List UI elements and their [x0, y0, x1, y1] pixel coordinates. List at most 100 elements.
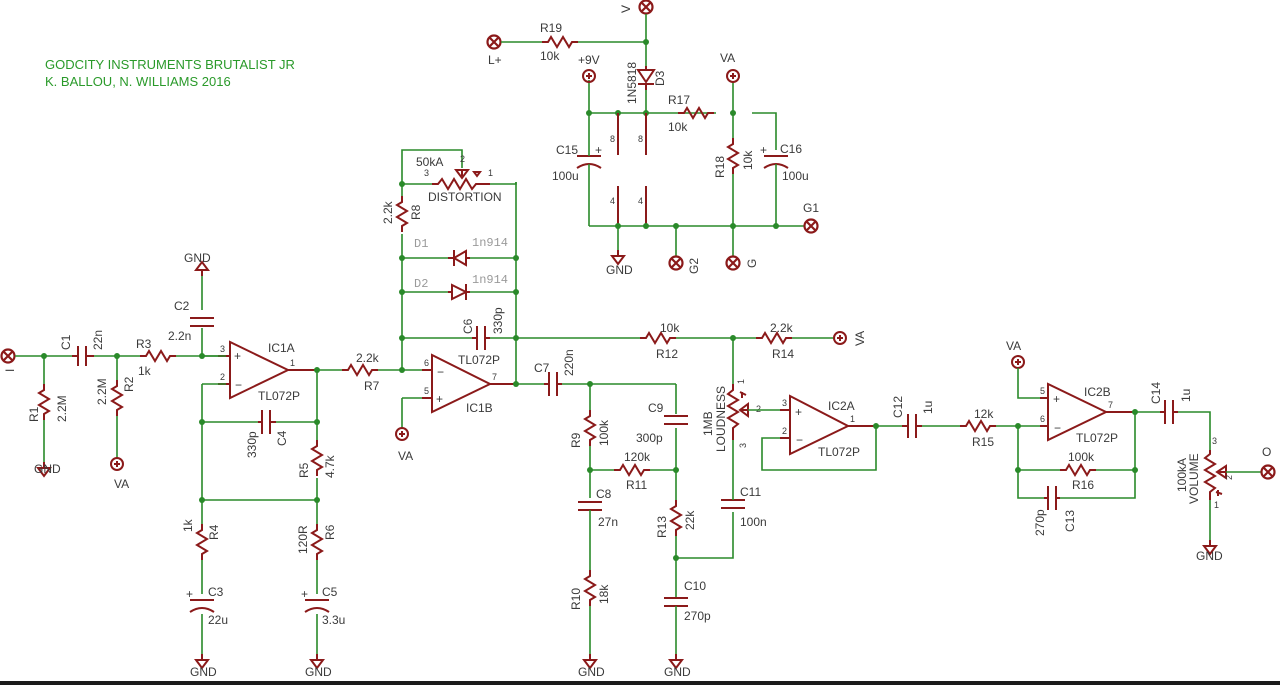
- r15-name: R15: [972, 435, 994, 449]
- volume-value: 100kA: [1175, 458, 1189, 492]
- r5-value: 4.7k: [323, 454, 337, 478]
- gnd-label: GND: [606, 263, 633, 277]
- c12-name: C12: [891, 396, 905, 418]
- pin-3: 3: [738, 443, 748, 448]
- ic1a-name: IC1A: [268, 341, 295, 355]
- input-port[interactable]: [0, 348, 16, 364]
- c10-value: 270p: [684, 609, 711, 623]
- gnd-label: GND: [664, 665, 691, 679]
- pin-5: 5: [1040, 386, 1045, 396]
- r12-value: 10k: [660, 321, 680, 335]
- lplus-port[interactable]: [486, 34, 502, 50]
- c13-value: 270p: [1033, 509, 1047, 536]
- resistor-r15: 12k R15: [959, 407, 997, 449]
- lplus-port-label: L+: [488, 53, 502, 67]
- va-supply: [726, 69, 740, 83]
- r16-name: R16: [1072, 478, 1094, 492]
- r9-name: R9: [569, 432, 583, 448]
- c5-value: 3.3u: [322, 613, 345, 627]
- resistor-r13: R13 22k: [655, 499, 697, 538]
- resistor-r14: 2.2k R14: [755, 321, 794, 361]
- c13-name: C13: [1063, 510, 1077, 532]
- resistor-r19: R19 10k: [540, 21, 579, 63]
- r3-name: R3: [136, 337, 152, 351]
- c11-value: 100n: [740, 515, 767, 529]
- r18-name: R18: [713, 156, 727, 178]
- d1-name: D1: [414, 237, 428, 251]
- va-label: VA: [114, 477, 129, 491]
- r4-value: 1k: [181, 518, 195, 532]
- d3-value: 1N5818: [625, 62, 639, 104]
- r18-value: 10k: [741, 150, 755, 170]
- c10-name: C10: [684, 579, 706, 593]
- svg-text:−: −: [1054, 421, 1061, 435]
- resistor-r5: R5 4.7k: [297, 439, 337, 478]
- resistor-r3: R3 1k: [136, 337, 177, 378]
- r7-value: 2.2k: [356, 351, 380, 365]
- c2-name: C2: [174, 299, 190, 313]
- r17-value: 10k: [668, 120, 688, 134]
- r19-value: 10k: [540, 49, 560, 63]
- d1-value: 1n914: [472, 236, 508, 250]
- c16-value: 100u: [782, 169, 809, 183]
- svg-text:+: +: [795, 405, 802, 419]
- capacitor-c14: C14 1u: [1149, 382, 1193, 424]
- pot-loudness[interactable]: 1MB LOUDNESS 1 2 3: [701, 379, 761, 452]
- g2-port[interactable]: [668, 255, 684, 271]
- loudness-value: 1MB: [701, 411, 715, 436]
- resistor-r4: 1k R4: [181, 518, 221, 561]
- d2-value: 1n914: [472, 273, 508, 287]
- v-port[interactable]: [638, 0, 654, 15]
- pot-volume[interactable]: 100kA VOLUME 3 2 1: [1175, 436, 1234, 510]
- capacitor-c2: C2 2.2n: [168, 299, 214, 343]
- pin-7: 7: [1108, 400, 1113, 410]
- gnd-label: GND: [184, 251, 211, 265]
- va-supply: [833, 331, 847, 345]
- resistor-r16: 100k R16: [1059, 450, 1097, 492]
- pot-distortion[interactable]: 50kA DISTORTION 2 3 1: [416, 154, 502, 204]
- capacitor-c15: + C15 100u: [552, 143, 602, 183]
- window-bottom-edge: [0, 681, 1280, 685]
- r8-name: R8: [409, 204, 423, 220]
- pin-2: 2: [220, 372, 225, 382]
- c1-name: C1: [59, 334, 73, 350]
- c5-name: C5: [322, 585, 338, 599]
- capacitor-c13: 270p C13: [1033, 486, 1077, 536]
- distortion-name: DISTORTION: [428, 190, 502, 204]
- capacitor-c6: C6 330p: [461, 307, 505, 350]
- resistor-r9: R9 100k: [569, 409, 611, 448]
- va-label: VA: [853, 331, 867, 346]
- r10-value: 18k: [597, 584, 611, 604]
- d2-name: D2: [414, 277, 428, 291]
- c4-name: C4: [275, 430, 289, 446]
- pin-2: 2: [460, 154, 465, 164]
- g1-port[interactable]: [803, 218, 819, 234]
- r14-name: R14: [772, 347, 794, 361]
- c6-value: 330p: [491, 307, 505, 334]
- ic1b-name: IC1B: [466, 401, 493, 415]
- c7-value: 220n: [562, 349, 576, 376]
- pin-7: 7: [492, 372, 497, 382]
- r7-name: R7: [364, 379, 380, 393]
- c15-value: 100u: [552, 169, 579, 183]
- opamp-ic1b: − + TL072P IC1B 6 5 7: [422, 353, 516, 415]
- c14-value: 1u: [1179, 389, 1193, 402]
- gnd-symbol: [194, 260, 210, 276]
- r19-name: R19: [540, 21, 562, 35]
- r4-name: R4: [207, 524, 221, 540]
- capacitor-c10: C10 270p: [664, 579, 711, 623]
- c16-name: C16: [780, 142, 802, 156]
- output-port[interactable]: [1260, 464, 1276, 480]
- c9-value: 300p: [636, 431, 663, 445]
- opamp-ic2b: + − IC2B TL072P 5 6 7: [1040, 382, 1135, 445]
- pin-4: 4: [638, 196, 643, 206]
- distortion-value: 50kA: [416, 155, 443, 169]
- pin-1: 1: [736, 379, 746, 384]
- g-port[interactable]: [725, 255, 741, 271]
- r13-value: 22k: [683, 510, 697, 530]
- svg-text:+: +: [234, 349, 241, 363]
- c11-name: C11: [740, 485, 761, 499]
- c9-name: C9: [648, 401, 664, 415]
- d3-name: D3: [653, 70, 667, 86]
- diode-d3: 1N5818 D3: [625, 62, 667, 104]
